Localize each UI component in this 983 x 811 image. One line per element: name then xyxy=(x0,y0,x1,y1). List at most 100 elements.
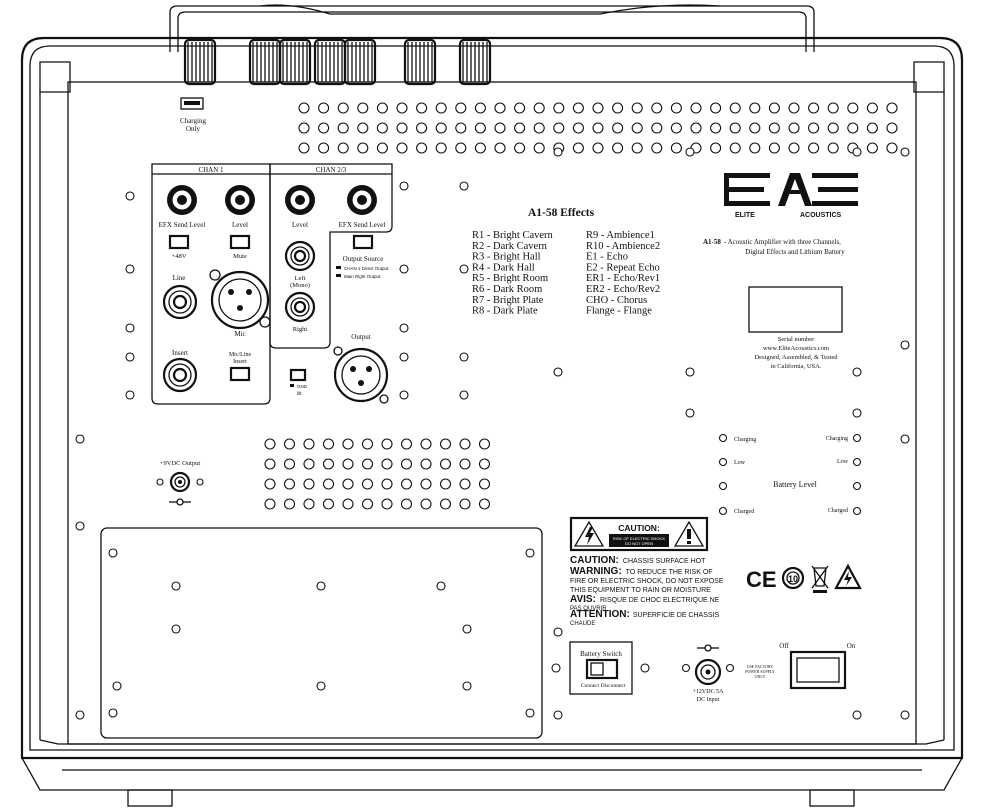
dc-input-jack[interactable] xyxy=(694,658,722,686)
output-source-opt2: Main Right Output xyxy=(344,274,381,279)
warning-label-block: CAUTION: RISK OF ELECTRIC SHOCK DO NOT O… xyxy=(569,516,724,627)
attention-head: ATTENTION: xyxy=(570,609,630,620)
mic-line-insert-switch[interactable] xyxy=(229,366,251,382)
chan1-line-label: Line xyxy=(173,274,186,282)
chan23-left-jack[interactable] xyxy=(284,240,316,272)
warning-text-3: THIS EQUIPMENT TO RAIN OR MOISTURE xyxy=(570,587,711,594)
mic-line-label-1: Mic/Line xyxy=(229,352,252,358)
led-low-left xyxy=(718,457,728,467)
chan1-insert-jack[interactable] xyxy=(162,357,198,393)
battery-switch-section: Battery Switch Connect Disconnect xyxy=(551,641,650,695)
effect-item: R5 - Bright Room xyxy=(472,273,548,284)
effect-item: ER2 - Echo/Rev2 xyxy=(586,284,660,295)
channel-2-3-section: CHAN 2/3 Level EFX Send Level Left (Mono… xyxy=(269,163,393,349)
chan1-efx-send-knob[interactable] xyxy=(167,185,197,215)
caution-text: CHASSIS SURFACE HOT xyxy=(623,558,706,565)
effect-item: R1 - Bright Cavern xyxy=(472,230,554,241)
elite-acoustics-logo: ELITE ACOUSTICS xyxy=(724,173,858,219)
led-charging-right xyxy=(852,433,862,443)
led-low-right xyxy=(852,457,862,467)
model-name: A1-58 xyxy=(703,238,721,246)
warning-head: WARNING: xyxy=(570,566,622,577)
effect-item: ER1 - Echo/Rev1 xyxy=(586,273,660,284)
chan23-title: CHAN 2/3 xyxy=(316,166,347,174)
dc-9v-output-label: +9VDC Output xyxy=(160,460,201,467)
output-source-switch[interactable] xyxy=(352,234,374,250)
battery-switch-toggle[interactable] xyxy=(585,658,619,680)
chan1-title: CHAN 1 xyxy=(198,166,224,174)
phantom-48v-label: +48V xyxy=(172,253,187,260)
caution-box-sub-2: DO NOT OPEN xyxy=(625,541,653,546)
chan23-level-label: Level xyxy=(292,221,308,229)
effect-item: R8 - Dark Plate xyxy=(472,306,538,317)
chan23-level-knob[interactable] xyxy=(285,185,315,215)
phantom-48v-button[interactable] xyxy=(168,234,190,250)
power-on-label: On xyxy=(847,642,856,650)
cabinet-outline xyxy=(20,4,964,807)
model-description-line-1: A1-58- Acoustic Amplifier with three Cha… xyxy=(703,238,841,246)
effect-item: R9 - Ambience1 xyxy=(586,230,655,241)
lift-label: lift xyxy=(297,391,302,396)
dc-9v-output: +9VDC Output xyxy=(156,460,204,506)
chan1-line-jack[interactable] xyxy=(162,284,198,320)
effect-item: R3 - Bright Hall xyxy=(472,252,541,263)
led-charging-left xyxy=(718,433,728,443)
output-source-opt1: CHAN 1 Direct Output xyxy=(344,266,389,271)
high-voltage-warning-icon xyxy=(834,563,862,590)
avis-line: AVIS:RISQUE DE CHOC ELECTRIQUE NE xyxy=(570,594,720,605)
battery-charging-right: Charging xyxy=(826,436,848,442)
power-rocker-switch[interactable] xyxy=(789,650,847,690)
chan1-level-knob[interactable] xyxy=(225,185,255,215)
chan1-mic-xlr-jack[interactable] xyxy=(209,269,271,330)
chan1-level-label: Level xyxy=(232,221,248,229)
weee-bin-icon xyxy=(811,565,829,593)
output-source-label: Output Source xyxy=(343,255,384,263)
charging-label-1: Charging xyxy=(180,117,206,125)
effect-item: Flange - Flange xyxy=(586,306,652,317)
serial-website: www.EliteAcoustics.com xyxy=(763,345,829,352)
chan23-right-jack[interactable] xyxy=(284,291,316,323)
caution-head: CAUTION: xyxy=(570,555,619,566)
usb-charging-port: Charging Only xyxy=(180,97,206,133)
svg-text:10: 10 xyxy=(788,574,798,584)
chan1-insert-label: Insert xyxy=(172,349,188,357)
chan1-efx-send-label: EFX Send Level xyxy=(159,221,206,229)
effect-item: R10 - Ambience2 xyxy=(586,241,660,252)
dc-note-2: POWER SUPPLY xyxy=(745,669,775,674)
chan23-efx-send-knob[interactable] xyxy=(347,185,377,215)
certification-marks: CE 10 xyxy=(746,563,862,593)
caution-box-sub-1: RISK OF ELECTRIC SHOCK xyxy=(613,536,666,541)
effect-item: R2 - Dark Cavern xyxy=(472,241,548,252)
effect-item: CHO - Chorus xyxy=(586,295,647,306)
output-label: Output xyxy=(351,333,371,341)
serial-line-1: Designed, Assembled, & Tested xyxy=(754,354,838,361)
chan1-mute-button[interactable] xyxy=(229,234,251,250)
brand-word-1: ELITE xyxy=(735,212,755,219)
dc-input-section: +12VDC 5A DC Input USE FACTORY POWER SUP… xyxy=(681,644,775,703)
power-off-label: Off xyxy=(779,642,789,650)
serial-number-block: Serial number www.EliteAcoustics.com Des… xyxy=(748,286,843,370)
gnd-lift-switch[interactable] xyxy=(289,368,307,382)
polarity-icon xyxy=(169,498,191,506)
top-knobs xyxy=(183,38,492,86)
output-xlr-jack[interactable] xyxy=(333,346,389,404)
led-charged-right xyxy=(852,506,862,516)
battery-switch-label: Battery Switch xyxy=(580,650,622,658)
gnd-label: GND xyxy=(297,384,308,389)
effect-item: R7 - Bright Plate xyxy=(472,295,544,306)
dc-polarity-icon xyxy=(697,644,719,652)
model-desc-1: - Acoustic Amplifier with three Channels… xyxy=(724,238,841,246)
dc-9v-output-jack[interactable] xyxy=(169,471,191,493)
dc-note-3: ONLY xyxy=(755,674,766,679)
attention-line: ATTENTION:SUPERFICIE DE CHASSIS xyxy=(570,609,719,620)
brand-word-2: ACOUSTICS xyxy=(800,212,842,219)
effect-item: E2 - Repeat Echo xyxy=(586,262,660,273)
battery-low-right: Low xyxy=(837,459,849,465)
chan23-efx-send-label: EFX Send Level xyxy=(339,221,386,229)
serial-line-2: in California, USA. xyxy=(771,363,822,370)
avis-text-1: RISQUE DE CHOC ELECTRIQUE NE xyxy=(600,597,720,604)
attention-text-1: SUPERFICIE DE CHASSIS xyxy=(633,612,720,619)
avis-text-2: PAS OUVRIR xyxy=(570,606,607,612)
